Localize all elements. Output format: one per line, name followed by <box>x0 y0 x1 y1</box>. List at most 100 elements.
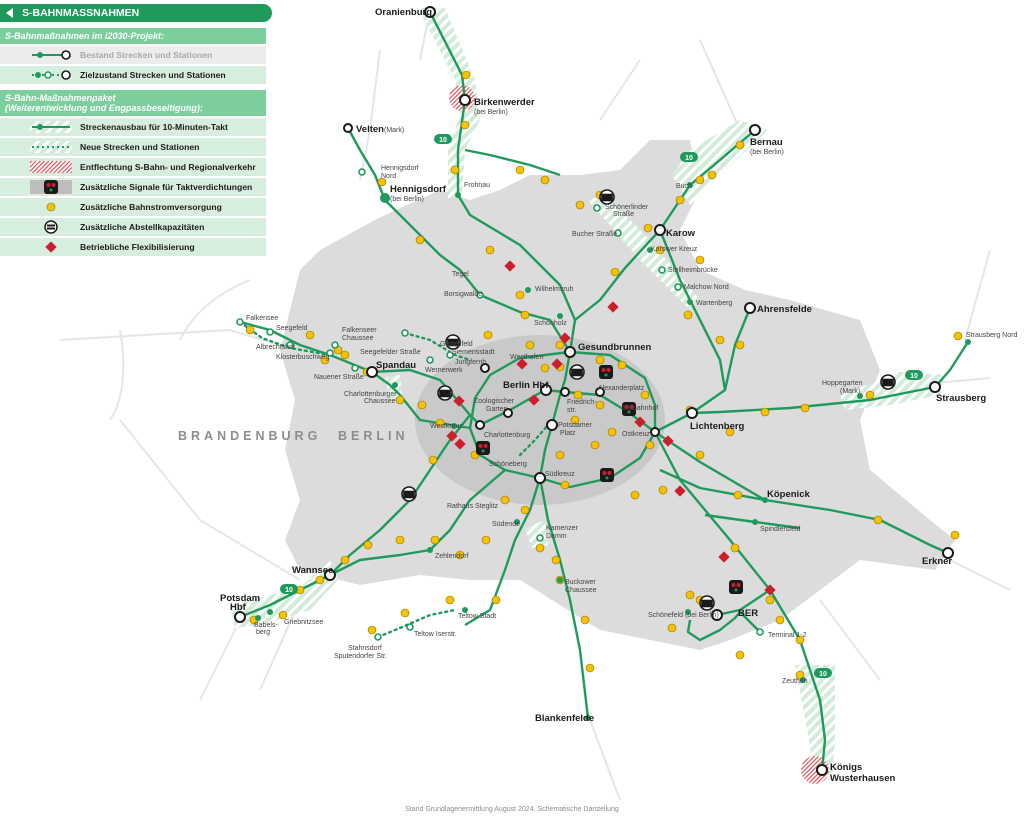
svg-text:Siemensstadt: Siemensstadt <box>452 349 494 356</box>
svg-text:Chaussee: Chaussee <box>342 335 374 342</box>
svg-text:10: 10 <box>285 587 293 594</box>
legend-row-storage: Zusätzliche Abstellkapazitäten <box>0 218 266 236</box>
legend-section-i2030: S-Bahnmaßnahmen im i2030-Projekt: <box>0 28 266 44</box>
svg-text:Hoppegarten: Hoppegarten <box>822 380 863 387</box>
svg-text:Hennigsdorf: Hennigsdorf <box>381 165 419 172</box>
legend-header[interactable]: S-BAHNMASSNAHMEN <box>0 4 272 22</box>
svg-text:Teltow Stadt: Teltow Stadt <box>458 613 496 620</box>
svg-text:Griebnitzsee: Griebnitzsee <box>284 619 323 626</box>
tempo-badge-koenigs: 10 <box>814 668 832 678</box>
svg-text:Königs: Königs <box>830 762 862 773</box>
svg-text:Zeuthen: Zeuthen <box>782 678 808 685</box>
svg-text:Albrechtshof: Albrechtshof <box>256 344 295 351</box>
storage-icon <box>44 220 58 234</box>
svg-text:Chaussee: Chaussee <box>364 398 396 405</box>
svg-text:Sputendorfer Str.: Sputendorfer Str. <box>334 653 387 660</box>
legend-section-package-line2: (Weiterentwicklung und Engpassbeseitigun… <box>5 103 203 113</box>
svg-text:Wusterhausen: Wusterhausen <box>830 773 895 784</box>
svg-text:Oranienburg: Oranienburg <box>375 7 432 18</box>
svg-text:Südkreuz: Südkreuz <box>545 471 575 478</box>
legend-label-flex: Betriebliche Flexibilisierung <box>80 242 195 252</box>
svg-text:Jungfernh.: Jungfernh. <box>455 359 488 366</box>
svg-text:Westhafen: Westhafen <box>510 354 543 361</box>
svg-text:Zehlendorf: Zehlendorf <box>435 553 469 560</box>
tempo-badge-wannsee: 10 <box>280 584 298 594</box>
back-arrow-icon[interactable] <box>6 8 13 18</box>
target-line-icon <box>32 70 71 80</box>
tempo-badge-strausberg: 10 <box>905 370 923 380</box>
svg-text:Friedrich-: Friedrich- <box>567 399 597 406</box>
svg-text:Falkenseer: Falkenseer <box>342 327 377 334</box>
svg-text:Strausberg: Strausberg <box>936 393 986 404</box>
svg-text:Spindlersfeld: Spindlersfeld <box>760 526 801 533</box>
svg-text:Stellheimbrücke: Stellheimbrücke <box>668 267 718 274</box>
svg-text:Wartenberg: Wartenberg <box>696 300 732 307</box>
svg-text:Gesundbrunnen: Gesundbrunnen <box>578 342 652 353</box>
svg-text:Südende: Südende <box>492 521 520 528</box>
svg-text:10: 10 <box>819 671 827 678</box>
flex-diamond-icon <box>45 241 57 253</box>
legend-row-target: Zielzustand Strecken und Stationen <box>0 66 266 84</box>
svg-text:Seegefeld: Seegefeld <box>276 325 308 332</box>
svg-text:Nauener Straße: Nauener Straße <box>314 374 364 381</box>
new-line-icon <box>30 141 72 153</box>
legend-row-flex: Betriebliche Flexibilisierung <box>0 238 266 256</box>
upgrade-hatch-icon <box>30 121 72 133</box>
svg-text:Köpenick: Köpenick <box>767 489 810 500</box>
svg-text:(Mark): (Mark) <box>384 127 404 134</box>
svg-text:Gartenfeld: Gartenfeld <box>440 341 473 348</box>
svg-text:Babels-: Babels- <box>254 622 278 629</box>
signal-markers <box>476 365 743 594</box>
region-berlin: BERLIN <box>338 429 409 443</box>
power-dot-icon <box>46 202 56 212</box>
svg-text:Ostkreuz: Ostkreuz <box>622 431 651 438</box>
svg-text:Nord: Nord <box>381 173 396 180</box>
svg-text:berg: berg <box>256 629 270 636</box>
svg-text:Rathaus Steglitz: Rathaus Steglitz <box>447 503 498 510</box>
legend-row-new: Neue Strecken und Stationen <box>0 138 266 156</box>
legend-label-power: Zusätzliche Bahnstromversorgung <box>80 202 222 212</box>
svg-text:Lichtenberg: Lichtenberg <box>690 421 745 432</box>
svg-text:Hennigsdorf: Hennigsdorf <box>390 184 447 195</box>
svg-text:Charlottenburg: Charlottenburg <box>484 432 530 439</box>
svg-text:Teltow Iserstr.: Teltow Iserstr. <box>414 631 457 638</box>
svg-text:Spandau: Spandau <box>376 360 416 371</box>
svg-text:Terminal 1-2: Terminal 1-2 <box>768 632 807 639</box>
storage-markers <box>401 189 896 611</box>
svg-text:Buch: Buch <box>676 183 692 190</box>
svg-text:10: 10 <box>439 137 447 144</box>
svg-text:Garten: Garten <box>486 406 508 413</box>
svg-text:Ahrensfelde: Ahrensfelde <box>757 304 812 315</box>
svg-text:Zoologischer: Zoologischer <box>474 398 515 405</box>
svg-text:(bei Berlin): (bei Berlin) <box>750 149 784 156</box>
svg-text:Karow: Karow <box>666 228 696 239</box>
legend-row-signals: Zusätzliche Signale für Taktverdichtunge… <box>0 178 266 196</box>
svg-text:Schönholz: Schönholz <box>534 320 567 327</box>
svg-text:Frohnau: Frohnau <box>464 182 490 189</box>
svg-text:Charlottenburger: Charlottenburger <box>344 391 397 398</box>
power-supply-markers <box>245 70 963 680</box>
svg-text:Velten: Velten <box>356 124 384 135</box>
minor-stations <box>236 168 971 721</box>
svg-text:Wannsee: Wannsee <box>292 565 333 576</box>
svg-text:Bucher Straße: Bucher Straße <box>572 231 617 238</box>
svg-text:(Mark): (Mark) <box>840 388 860 395</box>
legend-title: S-BAHNMASSNAHMEN <box>22 7 140 19</box>
svg-text:(bei Berlin): (bei Berlin) <box>390 196 424 203</box>
svg-text:Tegel: Tegel <box>452 271 469 278</box>
svg-text:Potsdam: Potsdam <box>220 593 260 604</box>
svg-text:10: 10 <box>685 155 693 162</box>
svg-text:Buckower: Buckower <box>565 579 596 586</box>
major-stations <box>234 6 954 776</box>
flexibility-markers <box>446 260 776 596</box>
legend-label-storage: Zusätzliche Abstellkapazitäten <box>80 222 205 232</box>
svg-text:(bei Berlin): (bei Berlin) <box>474 109 508 116</box>
svg-text:Alexanderplatz: Alexanderplatz <box>598 385 645 392</box>
legend-label-target: Zielzustand Strecken und Stationen <box>80 70 226 80</box>
svg-text:Klosterbuschweg: Klosterbuschweg <box>276 354 329 361</box>
svg-text:Bernau: Bernau <box>750 137 783 148</box>
svg-text:Schöneberg: Schöneberg <box>489 461 527 468</box>
svg-text:Erkner: Erkner <box>922 556 952 567</box>
svg-text:Westkreuz: Westkreuz <box>430 423 463 430</box>
legend-label-upgrade: Streckenausbau für 10-Minuten-Takt <box>80 122 228 132</box>
